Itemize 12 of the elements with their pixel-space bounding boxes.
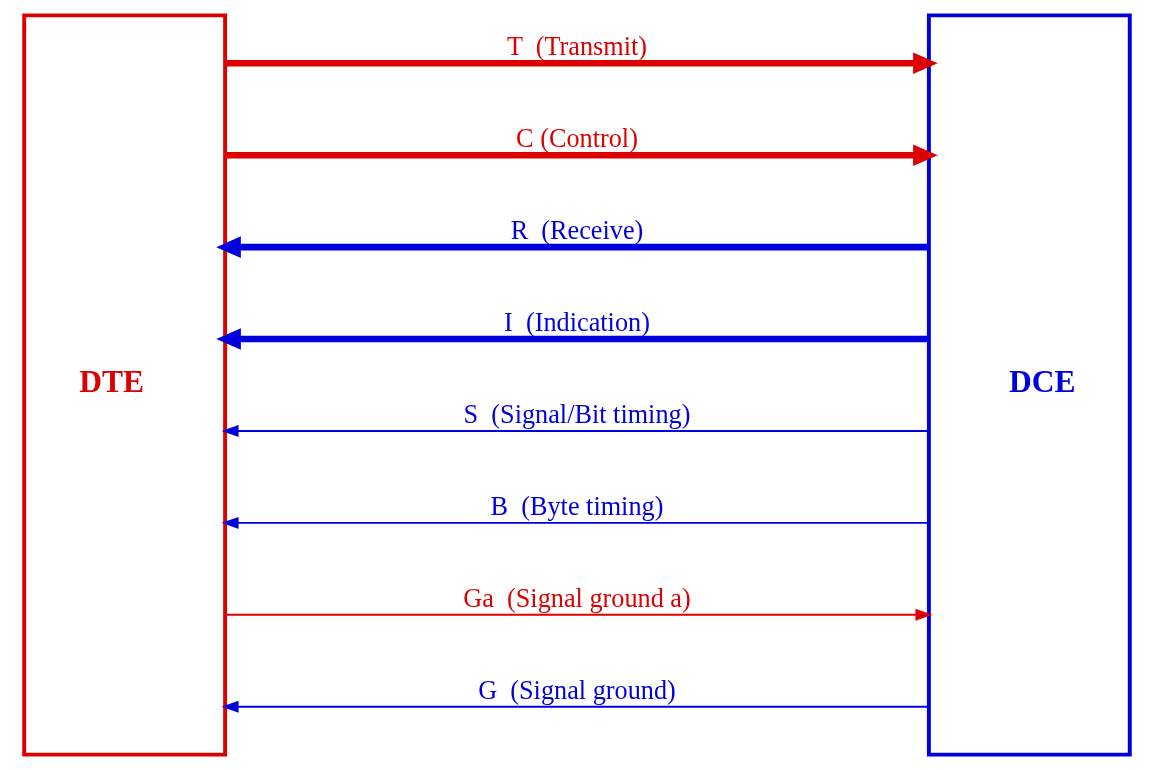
edge-label: B (Byte timing) xyxy=(490,491,663,521)
edge-label: R (Receive) xyxy=(510,216,643,246)
edge-label: Ga (Signal ground a) xyxy=(462,583,691,613)
node-box: DCE xyxy=(926,13,1132,757)
arrow xyxy=(215,236,930,258)
edge-label: T (Transmit) xyxy=(506,32,647,62)
edge-label: S (Signal/Bit timing) xyxy=(463,400,690,430)
edge-label: C (Control) xyxy=(515,124,638,154)
edge-label: G (Signal ground) xyxy=(477,675,676,705)
arrow xyxy=(215,328,930,350)
edge-label: I (Indication) xyxy=(503,308,650,338)
node-box: DTE xyxy=(21,13,227,757)
